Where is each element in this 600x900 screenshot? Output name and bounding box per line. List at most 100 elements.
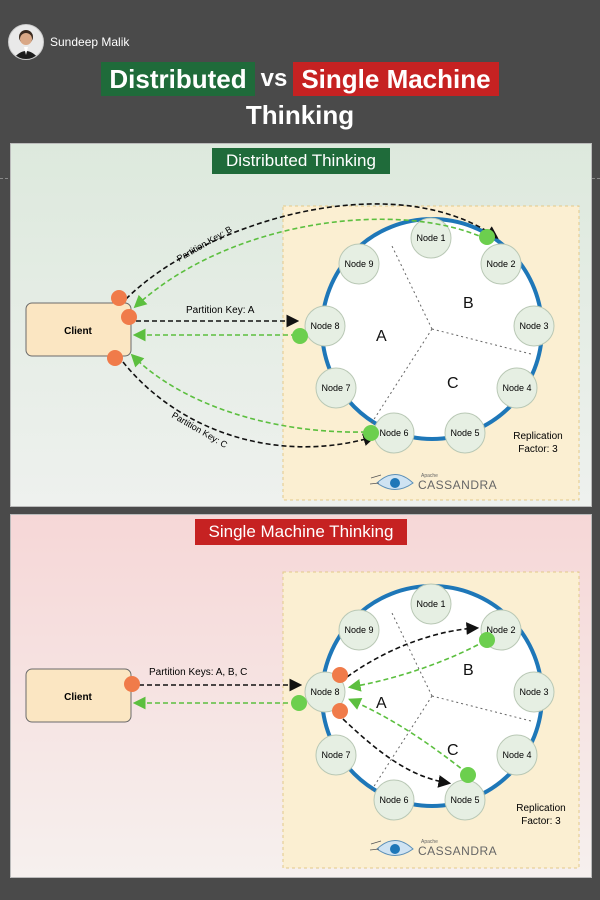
zone-divider: [390, 610, 433, 697]
client-dot: [111, 290, 127, 306]
node-dot: [479, 229, 495, 245]
node-dot: [291, 695, 307, 711]
client-label: Client: [64, 326, 92, 337]
response-arrow-c: [130, 353, 367, 433]
client-box: [25, 668, 132, 723]
single-machine-title: Single Machine Thinking: [11, 519, 591, 545]
svg-text:Node 8: Node 8: [310, 321, 339, 331]
person-avatar-icon: [8, 24, 44, 60]
headline-thinking: Thinking: [245, 100, 355, 130]
zone-a-label: A: [376, 328, 387, 345]
node-1: Node 1: [410, 217, 452, 259]
node-3: Node 3: [513, 671, 555, 713]
cassandra-eye-icon: [369, 474, 414, 490]
svg-text:Node 4: Node 4: [502, 383, 531, 393]
author-badge: Sundeep Malik: [8, 24, 129, 60]
headline-vs: vs: [260, 65, 288, 92]
zone-divider: [370, 695, 433, 792]
forward-arrow-node5: [342, 718, 452, 788]
distributed-title-text: Distributed Thinking: [212, 148, 390, 174]
client-dot: [107, 350, 123, 366]
client-dot: [121, 309, 137, 325]
distributed-diagram: A B C Node 1 Node 2 Node 3 Node 4 Node 5…: [25, 203, 580, 501]
zone-divider: [431, 695, 532, 722]
author-name: Sundeep Malik: [50, 35, 130, 49]
headline-single-machine: Single Machine: [293, 62, 499, 96]
node-dot: [292, 328, 308, 344]
client-dot: [124, 676, 140, 692]
replication-label: Replication: [516, 803, 565, 814]
node-dot: [332, 667, 348, 683]
single-machine-panel: A B C Node 1 Node 2 Node 3 Node 4 Node 5…: [10, 514, 592, 878]
node-7: Node 7: [315, 367, 357, 409]
apache-label: Apache: [421, 839, 438, 845]
svg-text:Node 5: Node 5: [450, 428, 479, 438]
node-9: Node 9: [338, 609, 380, 651]
node-dot: [479, 632, 495, 648]
node-7: Node 7: [315, 734, 357, 776]
node-dot: [460, 767, 476, 783]
distributed-panel: A B C Node 1 Node 2 Node 3 Node 4 Node 5…: [10, 143, 592, 507]
svg-text:Node 6: Node 6: [379, 795, 408, 805]
svg-text:Node 3: Node 3: [519, 687, 548, 697]
svg-text:Node 8: Node 8: [310, 687, 339, 697]
node-2: Node 2: [480, 243, 522, 285]
client-box: [25, 302, 132, 357]
cassandra-eye-icon: [369, 840, 414, 856]
svg-text:Node 4: Node 4: [502, 750, 531, 760]
node-6: Node 6: [373, 412, 415, 454]
svg-text:Node 6: Node 6: [379, 428, 408, 438]
partition-key-c-label: Partition Key: C: [170, 410, 230, 450]
partition-key-b-label: Partition Key: B: [175, 224, 234, 264]
zone-c-label: C: [447, 742, 459, 759]
apache-label: Apache: [421, 473, 438, 479]
node-8: Node 8: [304, 305, 346, 347]
forward-arrow-node2: [346, 622, 480, 678]
node-1: Node 1: [410, 583, 452, 625]
response-arrow-b: [133, 218, 487, 309]
svg-text:Node 1: Node 1: [416, 599, 445, 609]
zone-b-label: B: [463, 662, 474, 679]
zone-b-label: B: [463, 295, 474, 312]
node-dot: [363, 425, 379, 441]
node-9: Node 9: [338, 243, 380, 285]
reply-arrow-node5: [348, 698, 468, 774]
zone-divider: [370, 328, 433, 425]
headline-distributed: Distributed: [101, 62, 255, 96]
svg-text:Node 5: Node 5: [450, 795, 479, 805]
single-machine-diagram: A B C Node 1 Node 2 Node 3 Node 4 Node 5…: [25, 571, 580, 869]
partition-keys-label: Partition Keys: A, B, C: [149, 667, 247, 678]
svg-text:Node 2: Node 2: [486, 259, 515, 269]
node-6: Node 6: [373, 779, 415, 821]
zone-a-label: A: [376, 695, 387, 712]
request-arrow-b: [125, 203, 499, 300]
replication-factor: Factor: 3: [521, 816, 561, 827]
request-arrow-c: [122, 361, 377, 448]
node-5: Node 5: [444, 412, 486, 454]
svg-text:Node 1: Node 1: [416, 233, 445, 243]
svg-text:Node 2: Node 2: [486, 625, 515, 635]
node-4: Node 4: [496, 367, 538, 409]
cassandra-logo: CASSANDRA: [418, 844, 497, 858]
node-5: Node 5: [444, 779, 486, 821]
svg-text:Node 3: Node 3: [519, 321, 548, 331]
node-dot: [332, 703, 348, 719]
svg-text:Node 9: Node 9: [344, 625, 373, 635]
replication-label: Replication: [513, 431, 562, 442]
node-3: Node 3: [513, 305, 555, 347]
svg-text:Node 7: Node 7: [321, 383, 350, 393]
distributed-title: Distributed Thinking: [11, 148, 591, 174]
replication-factor: Factor: 3: [518, 444, 558, 455]
partition-key-a-label: Partition Key: A: [186, 305, 255, 316]
zone-divider: [390, 243, 433, 330]
reply-arrow-node2: [347, 640, 486, 692]
svg-text:Node 7: Node 7: [321, 750, 350, 760]
client-label: Client: [64, 692, 92, 703]
svg-text:Node 9: Node 9: [344, 259, 373, 269]
node-8: Node 8: [304, 671, 346, 713]
node-4: Node 4: [496, 734, 538, 776]
single-machine-title-text: Single Machine Thinking: [194, 519, 408, 545]
zone-divider: [431, 328, 532, 355]
cassandra-logo: CASSANDRA: [418, 478, 497, 492]
headline: Distributed vs Single Machine Thinking: [0, 62, 600, 131]
